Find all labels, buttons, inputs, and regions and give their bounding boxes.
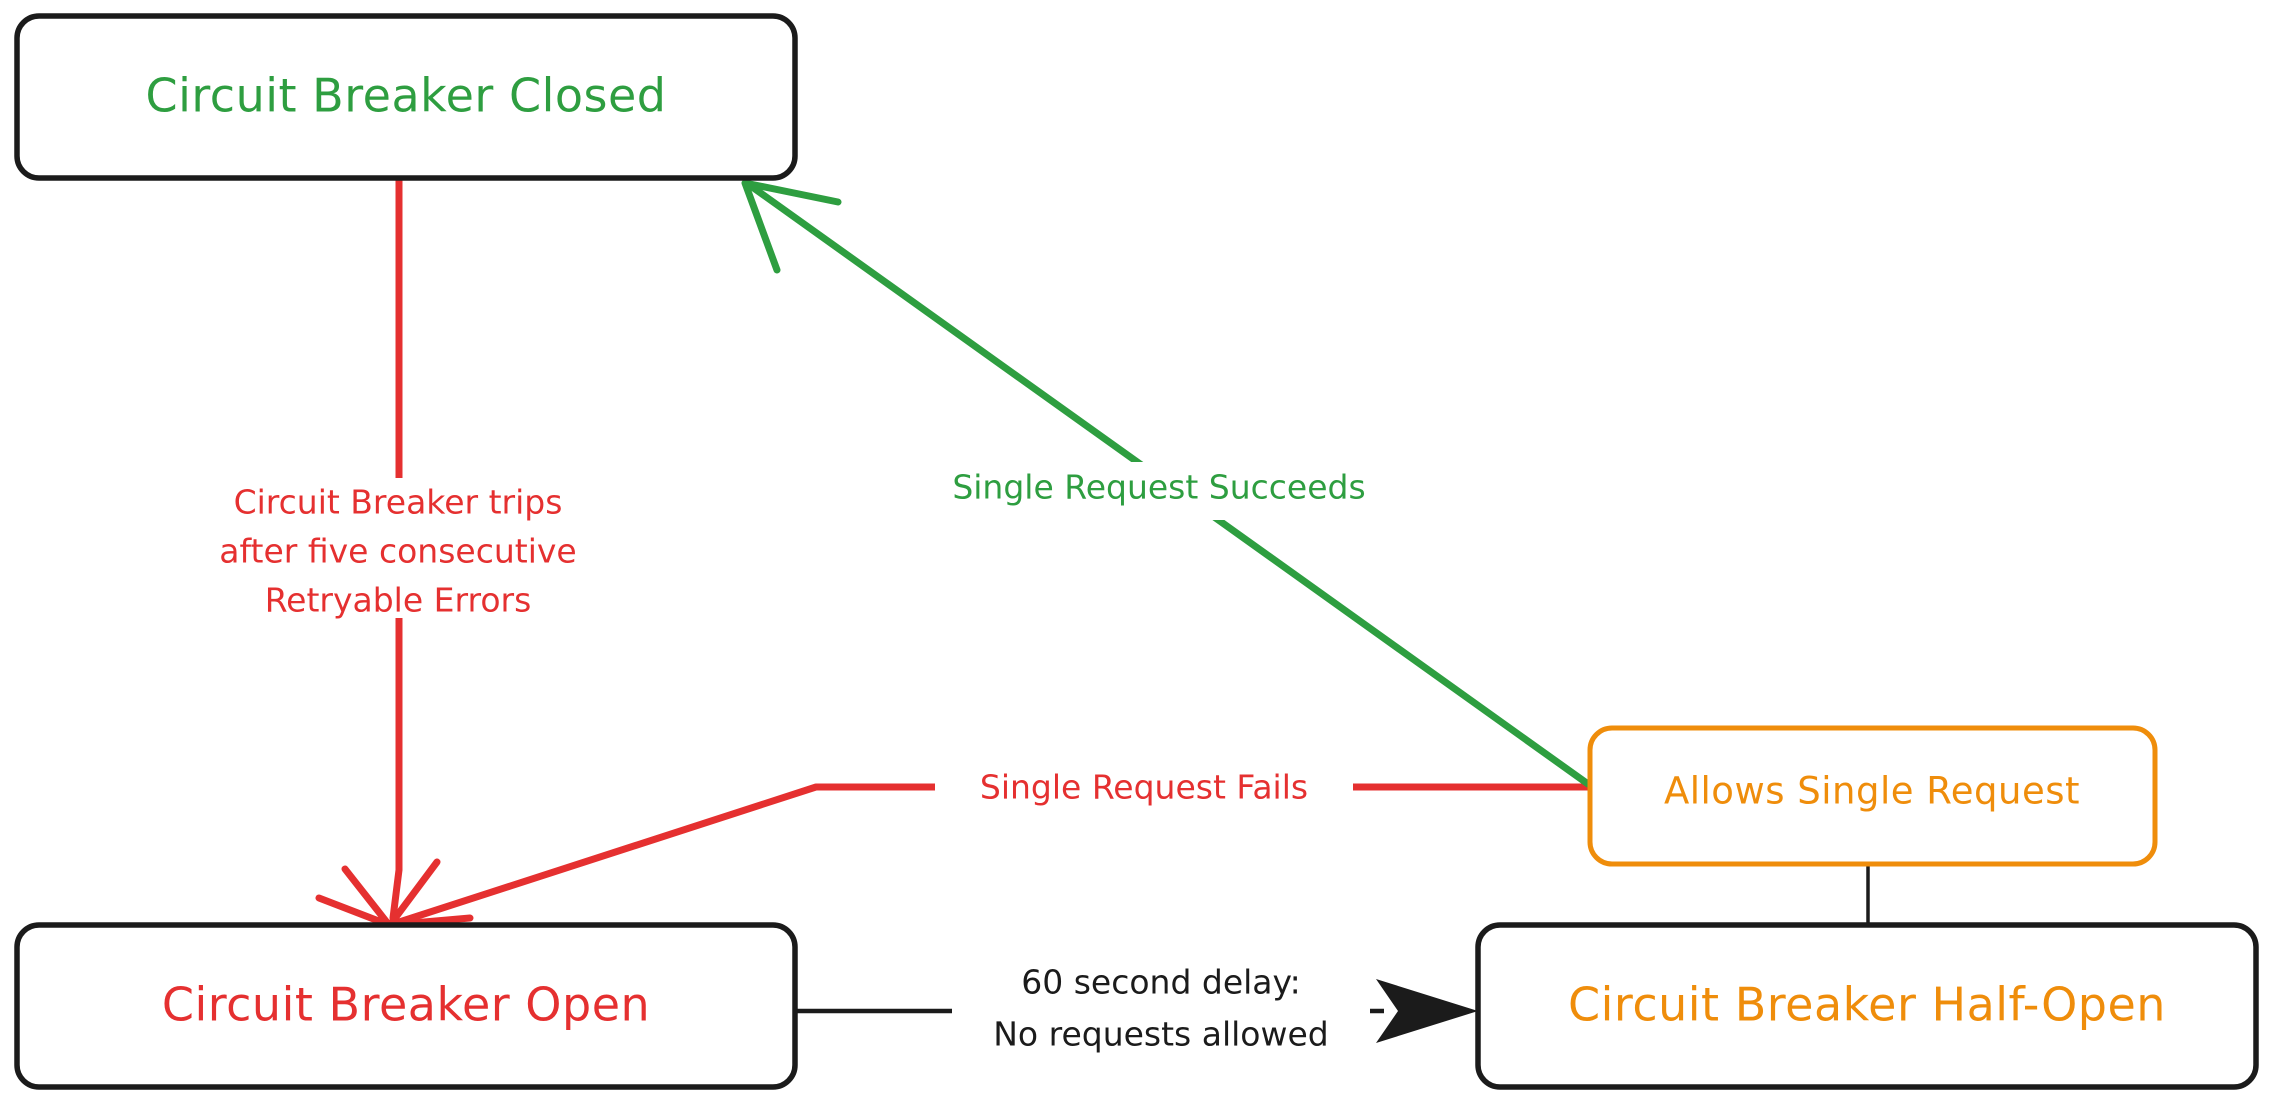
node-allows-label: Allows Single Request	[1664, 770, 2080, 813]
edge-label-open-to-half-open: 60 second delay: No requests allowed	[952, 955, 1370, 1069]
edge-label-line-2: after five consecutive	[219, 532, 576, 571]
edge-label-closed-to-open: Circuit Breaker trips after five consecu…	[176, 478, 620, 620]
node-closed-label: Circuit Breaker Closed	[146, 69, 667, 123]
node-allows-single-request[interactable]: Allows Single Request	[1587, 725, 2158, 867]
node-half-open-label: Circuit Breaker Half-Open	[1568, 978, 2166, 1032]
edge-label-delay-line-1: 60 second delay:	[1021, 963, 1301, 1002]
node-circuit-breaker-half-open[interactable]: Circuit Breaker Half-Open	[1475, 922, 2259, 1090]
edge-label-line-3: Retryable Errors	[265, 581, 532, 620]
edge-label-delay-line-2: No requests allowed	[993, 1015, 1328, 1054]
node-open-shape[interactable]	[14, 922, 798, 1090]
edge-label-allows-to-closed: Single Request Succeeds	[910, 462, 1400, 520]
edge-label-allows-to-open: Single Request Fails	[935, 762, 1353, 814]
edge-label-single-request-fails: Single Request Fails	[980, 768, 1308, 807]
node-allows-shape[interactable]	[1587, 725, 2158, 867]
edge-label-line-1: Circuit Breaker trips	[234, 483, 563, 522]
node-half-open-shape[interactable]	[1475, 922, 2259, 1090]
edge-label-single-request-succeeds: Single Request Succeeds	[952, 468, 1365, 507]
node-closed-shape[interactable]	[14, 13, 798, 181]
node-circuit-breaker-closed[interactable]: Circuit Breaker Closed	[14, 13, 798, 181]
node-open-label: Circuit Breaker Open	[162, 978, 650, 1032]
node-circuit-breaker-open[interactable]: Circuit Breaker Open	[14, 922, 798, 1090]
